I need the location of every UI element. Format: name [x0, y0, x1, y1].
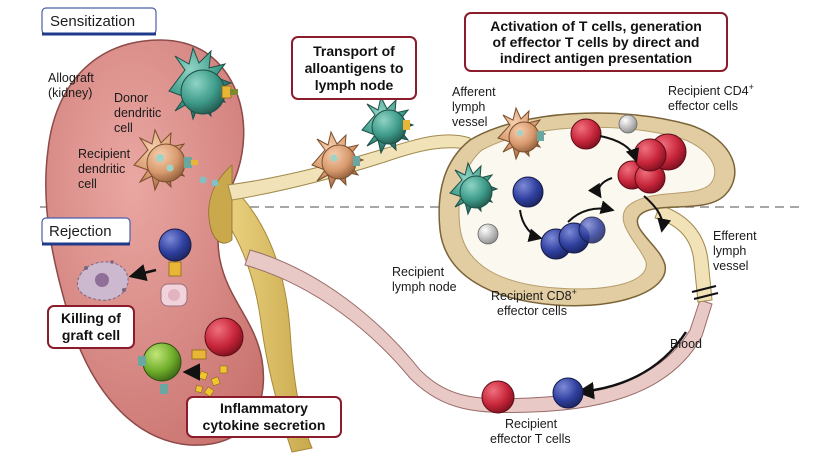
label-allograft: Allograft (kidney) [48, 71, 94, 100]
effector-cd4-cell-blood [481, 380, 515, 414]
label-line: Recipient [392, 265, 445, 279]
cytotoxic-t-cell [158, 228, 192, 262]
label-cd4-effector-cells: Recipient CD4+ effector cells [668, 82, 754, 113]
label-blood: Blood [670, 337, 702, 351]
label-line: cell [78, 177, 97, 191]
node-donor-dendritic-cell [449, 161, 499, 216]
label-recipient-lymph-node: Recipient lymph node [392, 265, 457, 294]
efferent-lymph-vessel [654, 204, 713, 303]
callout-activation: Activation of T cells, generation of eff… [464, 12, 728, 72]
label-line: vessel [713, 259, 748, 273]
callout-line: graft cell [62, 327, 120, 343]
activation-arrow [519, 209, 543, 243]
callout-line: cytokine secretion [203, 417, 326, 433]
label-line: Efferent [713, 229, 757, 243]
section-tab-sensitization: Sensitization [41, 7, 157, 36]
label-line: dendritic [78, 162, 125, 176]
label-line: effector cells [497, 304, 567, 318]
label-line: cell [114, 121, 133, 135]
inflamed-graft-cell [138, 342, 182, 394]
section-title-rejection: Rejection [49, 223, 112, 240]
label-efferent-lymph-vessel: Efferent lymph vessel [713, 229, 757, 273]
label-afferent-lymph-vessel: Afferent lymph vessel [452, 85, 496, 129]
antigen-particle [618, 114, 638, 134]
label-line: vessel [452, 115, 487, 129]
activation-arrow [587, 177, 613, 199]
label-line: Recipient CD4+ [668, 82, 754, 98]
effector-cd8-cell-blood [552, 377, 584, 409]
callout-cytokine: Inflammatory cytokine secretion [186, 396, 342, 438]
label-line: (kidney) [48, 86, 92, 100]
blood-vessel [244, 249, 713, 414]
killed-graft-cell [77, 260, 129, 301]
donor-dendritic-cell [168, 46, 238, 121]
label-line: Recipient CD8+ [491, 287, 577, 303]
section-tab-rejection: Rejection [41, 217, 131, 246]
callout-line: Killing of [61, 310, 121, 326]
vessel-break-mark [693, 292, 719, 300]
callout-line: lymph node [315, 77, 394, 93]
antigen-particle [477, 223, 499, 245]
label-line: Recipient [505, 417, 558, 431]
label-superscript: + [749, 82, 754, 92]
label-line: Recipient [78, 147, 131, 161]
callout-killing: Killing of graft cell [47, 305, 135, 349]
callout-transport: Transport of alloantigens to lymph node [291, 36, 417, 100]
label-text: Recipient CD8 [491, 289, 572, 303]
callout-line: Inflammatory [220, 400, 308, 416]
vessel-break-mark [691, 285, 717, 293]
label-line: effector T cells [490, 432, 571, 446]
label-line: Afferent [452, 85, 496, 99]
label-line: Allograft [48, 71, 94, 85]
callout-line: Transport of [313, 43, 395, 59]
label-superscript: + [572, 287, 577, 297]
node-recipient-dendritic-cell [497, 106, 547, 161]
activation-arrow [567, 200, 615, 223]
label-donor-dendritic-cell: Donor dendritic cell [114, 91, 161, 135]
label-recipient-effector-t-cells: Recipient effector T cells [490, 417, 571, 446]
recipient-dendritic-cell [133, 128, 219, 192]
label-line: lymph node [392, 280, 457, 294]
callout-line: alloantigens to [305, 60, 404, 76]
tcr-mhc-complex [191, 349, 207, 360]
killing-arrow [128, 264, 157, 282]
cd4-t-cell [570, 118, 602, 150]
migrating-donor-dendritic-cell [361, 95, 415, 155]
activation-arrow [599, 135, 640, 163]
target-graft-cell [160, 283, 188, 307]
helper-t-cell [204, 317, 244, 357]
label-line: dendritic [114, 106, 161, 120]
label-recipient-dendritic-cell: Recipient dendritic cell [78, 147, 131, 191]
callout-line: of effector T cells by direct and [493, 34, 700, 50]
renal-hilum [208, 164, 233, 244]
tcr-mhc-complex [168, 261, 182, 277]
activation-arrow [643, 195, 672, 233]
cytokine-particles [195, 365, 228, 397]
callout-line: indirect antigen presentation [500, 50, 692, 66]
label-line: effector cells [668, 99, 738, 113]
label-line: Donor [114, 91, 148, 105]
blood-flow-arrow [576, 331, 688, 400]
cd8-effector-cell-cluster [540, 216, 606, 260]
cd8-t-cell [512, 176, 544, 208]
migrating-recipient-dendritic-cell [311, 130, 365, 190]
cd4-effector-cell-cluster [617, 133, 687, 194]
label-text: Recipient CD4 [668, 84, 749, 98]
label-line: lymph [452, 100, 485, 114]
callout-line: Activation of T cells, generation [490, 18, 702, 34]
label-line: lymph [713, 244, 746, 258]
label-cd8-effector-cells: Recipient CD8+ effector cells [491, 287, 577, 318]
cytokine-arrow [182, 363, 201, 381]
section-title-sensitization: Sensitization [50, 13, 135, 30]
